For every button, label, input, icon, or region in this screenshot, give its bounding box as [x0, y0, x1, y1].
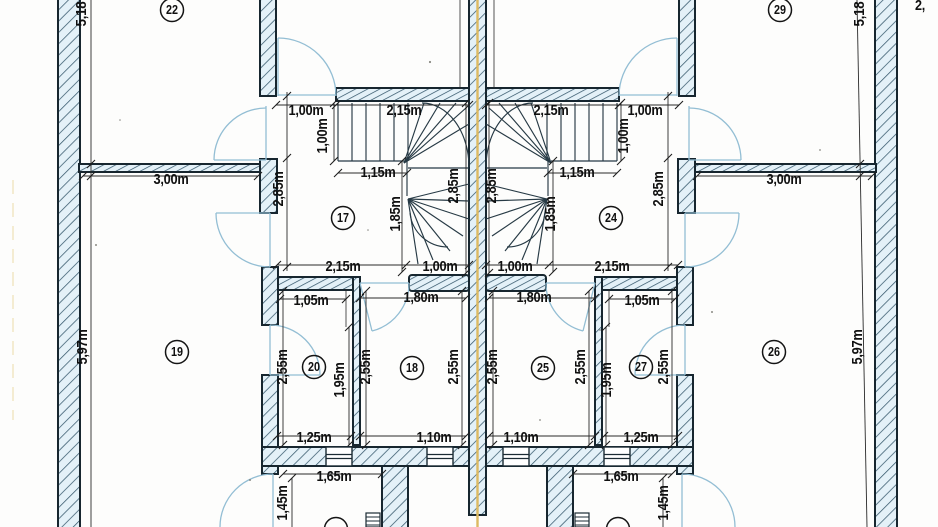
- svg-text:27: 27: [635, 360, 647, 374]
- svg-text:2,55m: 2,55m: [656, 350, 672, 385]
- svg-text:26: 26: [768, 345, 780, 359]
- svg-text:2,55m: 2,55m: [485, 350, 501, 385]
- svg-text:1,05m: 1,05m: [294, 293, 329, 309]
- svg-text:5,18: 5,18: [852, 1, 868, 26]
- svg-text:1,00m: 1,00m: [423, 259, 458, 275]
- svg-text:1,15m: 1,15m: [361, 165, 396, 181]
- svg-text:5,18: 5,18: [74, 1, 90, 26]
- svg-text:25: 25: [537, 361, 549, 375]
- svg-text:3,00m: 3,00m: [154, 172, 189, 188]
- svg-text:20: 20: [308, 360, 320, 374]
- svg-text:1,00m: 1,00m: [315, 119, 331, 154]
- svg-text:1,95m: 1,95m: [599, 363, 615, 398]
- svg-text:5,97m: 5,97m: [75, 330, 91, 365]
- svg-text:29: 29: [774, 3, 786, 17]
- svg-text:1,10m: 1,10m: [504, 430, 539, 446]
- svg-text:1,95m: 1,95m: [332, 363, 348, 398]
- svg-text:1,45m: 1,45m: [656, 486, 672, 521]
- svg-text:17: 17: [337, 211, 349, 225]
- svg-text:2,85m: 2,85m: [651, 172, 667, 207]
- svg-text:1,80m: 1,80m: [404, 290, 439, 306]
- svg-text:24: 24: [605, 211, 617, 225]
- svg-text:1,00m: 1,00m: [289, 103, 324, 119]
- svg-text:1,85m: 1,85m: [388, 197, 404, 232]
- svg-text:2,55m: 2,55m: [358, 350, 374, 385]
- svg-text:1,00m: 1,00m: [628, 103, 663, 119]
- svg-text:5,97m: 5,97m: [850, 330, 866, 365]
- svg-text:1,80m: 1,80m: [517, 290, 552, 306]
- svg-text:1,10m: 1,10m: [417, 430, 452, 446]
- svg-text:19: 19: [171, 345, 183, 359]
- svg-text:1,00m: 1,00m: [498, 259, 533, 275]
- svg-text:2,: 2,: [915, 0, 925, 14]
- svg-text:2,15m: 2,15m: [534, 103, 569, 119]
- svg-text:1,65m: 1,65m: [317, 469, 352, 485]
- svg-text:2,55m: 2,55m: [446, 350, 462, 385]
- svg-text:1,05m: 1,05m: [625, 293, 660, 309]
- svg-text:1,85m: 1,85m: [543, 197, 559, 232]
- svg-text:1,25m: 1,25m: [624, 430, 659, 446]
- svg-text:18: 18: [406, 361, 418, 375]
- svg-text:1,45m: 1,45m: [275, 486, 291, 521]
- svg-text:1,15m: 1,15m: [560, 165, 595, 181]
- svg-text:1,25m: 1,25m: [297, 430, 332, 446]
- svg-text:3,00m: 3,00m: [767, 172, 802, 188]
- svg-text:2,15m: 2,15m: [595, 259, 630, 275]
- svg-text:1,65m: 1,65m: [604, 469, 639, 485]
- svg-text:2,85m: 2,85m: [271, 172, 287, 207]
- svg-text:2,85m: 2,85m: [484, 169, 500, 204]
- svg-text:1,00m: 1,00m: [616, 119, 632, 154]
- svg-text:2,15m: 2,15m: [387, 103, 422, 119]
- svg-text:2,55m: 2,55m: [275, 350, 291, 385]
- svg-text:2,55m: 2,55m: [573, 350, 589, 385]
- svg-text:22: 22: [166, 3, 178, 17]
- svg-text:2,15m: 2,15m: [326, 259, 361, 275]
- svg-text:2,85m: 2,85m: [446, 169, 462, 204]
